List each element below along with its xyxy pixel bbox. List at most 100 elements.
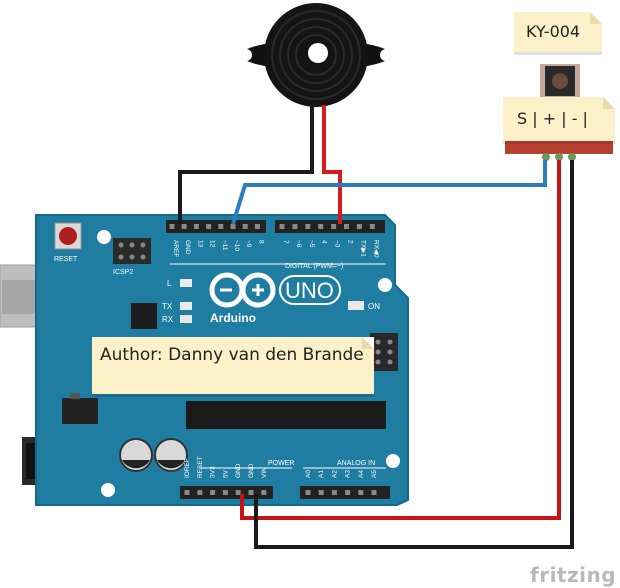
pin-label: RESET <box>197 456 204 478</box>
pin-label: GND <box>248 463 255 478</box>
header-pin <box>169 224 175 229</box>
header-pin <box>356 224 362 229</box>
pin-label: AREF <box>172 240 179 257</box>
pin-label: 2 <box>347 240 354 244</box>
led-rx-label: RX <box>162 315 174 324</box>
mounting-hole <box>97 230 111 244</box>
header-pin <box>305 224 311 229</box>
mounting-hole <box>386 454 400 468</box>
header-pin <box>261 490 267 495</box>
led-on-label: ON <box>368 302 380 311</box>
pin-label: A5 <box>371 470 378 478</box>
arduino-wordmark: Arduino <box>210 311 256 325</box>
led-tx <box>180 302 192 310</box>
module-name-note: KY-004 <box>514 12 602 52</box>
pin-label: 7 <box>282 240 289 244</box>
reset-label: RESET <box>54 256 78 263</box>
icsp2-header <box>113 238 151 264</box>
wire-pin10-to-signal <box>231 160 547 225</box>
author-note: Author: Danny van den Brande <box>92 337 374 394</box>
pin-label: 3V3 <box>210 466 217 478</box>
ky004-module <box>505 64 613 161</box>
module-pins-label: S | + | - | <box>517 109 588 128</box>
pin-label: GND <box>235 463 242 478</box>
module-name: KY-004 <box>526 22 581 41</box>
capacitor <box>119 438 153 472</box>
pin-label: VIN <box>261 467 268 478</box>
piezo-buzzer <box>240 3 392 107</box>
wire-5v-to-vcc <box>240 160 561 520</box>
icsp1-header <box>370 333 398 371</box>
pin-label: 12 <box>209 240 216 248</box>
uno-text: UNO <box>285 278 334 303</box>
icsp2-label: ICSP2 <box>113 269 133 276</box>
led-rx <box>180 315 192 323</box>
wire-buzzer-to-pin3 <box>322 105 342 224</box>
analog-header-label: ANALOG IN <box>337 460 375 467</box>
pin-label: GND <box>184 240 191 255</box>
header-pin <box>345 490 351 495</box>
capacitor <box>154 438 188 472</box>
header-pin <box>292 224 298 229</box>
header-pin <box>371 490 377 495</box>
author-text: Author: Danny van den Brande <box>100 345 364 365</box>
pin-label: ~11 <box>221 240 228 251</box>
arduino-logo <box>209 272 276 308</box>
pin-label: ~3 <box>334 240 341 248</box>
header-pin <box>358 490 364 495</box>
pin-label: A2 <box>331 470 338 478</box>
pin-label: ~9 <box>245 240 252 248</box>
pin-label: A0 <box>305 470 312 478</box>
led-tx-label: TX <box>162 302 173 311</box>
pin-label: IOREF <box>184 458 191 478</box>
wire-gnd-to-ground <box>254 160 574 549</box>
header-pin <box>248 490 254 495</box>
power-header-label: POWER <box>268 460 294 467</box>
pin-label: 13 <box>196 240 203 248</box>
pin-label: 4 <box>321 240 328 244</box>
header-pin <box>242 224 248 229</box>
mounting-hole <box>378 278 392 292</box>
voltage-regulator <box>62 393 98 424</box>
pin-label: ~5 <box>308 240 315 248</box>
header-pin <box>344 224 349 229</box>
header-pin <box>235 490 241 495</box>
header-pin <box>305 490 311 495</box>
header-pin <box>369 224 375 229</box>
digital-header-label: DIGITAL (PWM=~) <box>285 263 343 270</box>
pin-label: RX◀0 <box>372 240 379 258</box>
header-pin <box>181 224 187 229</box>
digital-header <box>166 220 385 233</box>
fritzing-logo: fritzing <box>530 563 617 587</box>
header-pin <box>193 224 199 229</box>
mounting-hole <box>101 483 115 497</box>
pin-label: 5V <box>222 469 229 478</box>
uno-badge <box>279 275 341 305</box>
module-pins-note: S | + | - | <box>503 97 615 141</box>
wire-buzzer-to-gnd <box>178 105 314 224</box>
pin-label: A1 <box>318 470 325 478</box>
header-pin <box>318 224 324 229</box>
header-pin <box>210 490 216 495</box>
pin-label: ~10 <box>233 240 240 251</box>
header-pin <box>206 224 212 229</box>
header-pin <box>230 224 236 229</box>
header-pin <box>254 224 260 229</box>
led-l <box>180 279 192 287</box>
reset-button <box>54 222 82 250</box>
led-l-label: L <box>167 279 172 288</box>
header-pin <box>197 490 203 495</box>
usb-chip <box>131 303 157 329</box>
pin-label: 8 <box>257 240 264 244</box>
header-pin <box>184 490 190 495</box>
pin-label: ~6 <box>295 240 302 248</box>
header-pin <box>331 224 337 229</box>
led-on <box>348 301 364 310</box>
header-pin <box>331 490 337 495</box>
mcu-chip <box>186 401 386 429</box>
header-pin <box>222 490 228 495</box>
pin-label: A4 <box>358 470 365 478</box>
analog-header <box>300 486 390 499</box>
header-pin <box>318 490 324 495</box>
